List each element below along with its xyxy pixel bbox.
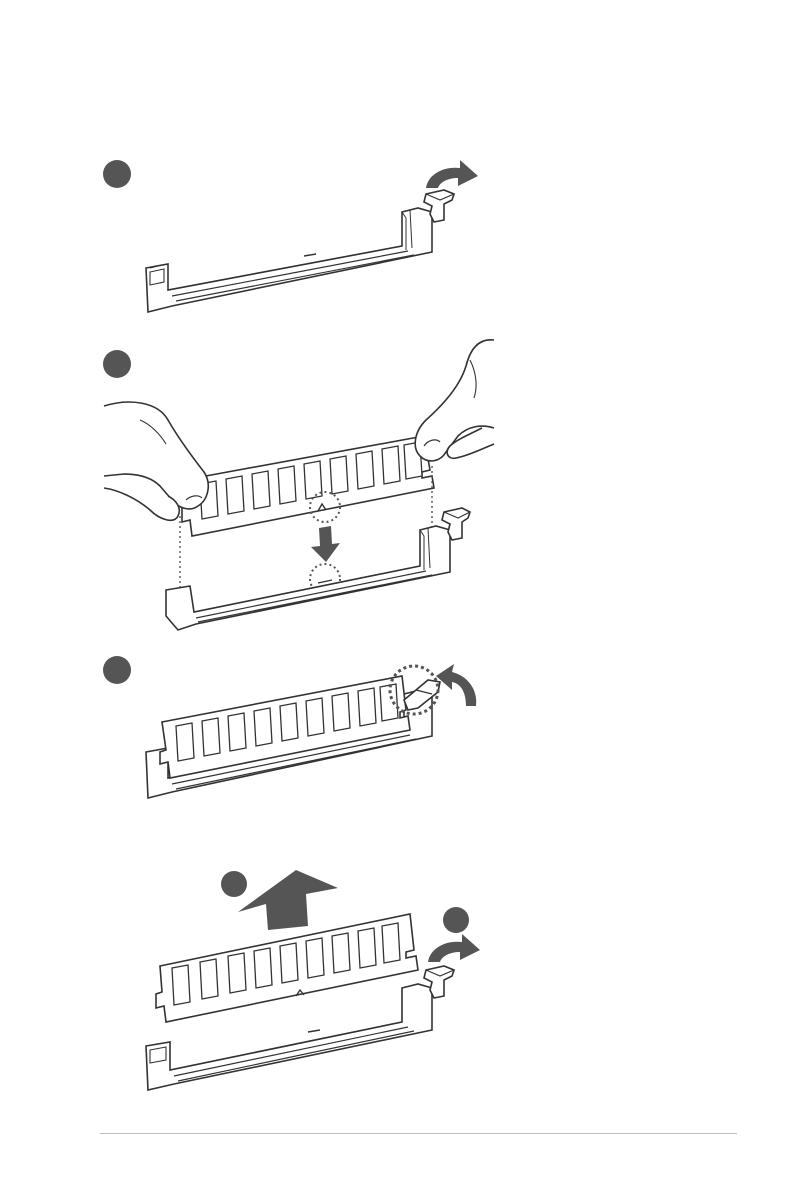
dimm-module-icon [182,436,434,536]
dimm-slot-icon [166,526,450,630]
curved-arrow-icon [436,664,476,706]
hand-icon [415,340,494,461]
step-2-badge [103,350,131,378]
step-2 [103,340,494,630]
step-3-badge [103,656,131,684]
dimm-module-icon [156,914,418,1022]
hand-icon [104,402,208,520]
removal-badge-1 [221,871,247,897]
step-3 [103,656,476,798]
removal-badge-2 [443,907,469,933]
curved-arrow-icon [428,934,480,962]
step-1-badge [103,160,131,188]
dimm-slot-icon [146,208,432,312]
latch-icon [404,680,440,710]
step-1 [103,160,478,312]
footer-divider [100,1133,737,1134]
up-arrow-icon [238,870,338,930]
removal-step [146,870,480,1090]
down-arrow-icon [311,526,340,562]
curved-arrow-icon [426,160,478,188]
